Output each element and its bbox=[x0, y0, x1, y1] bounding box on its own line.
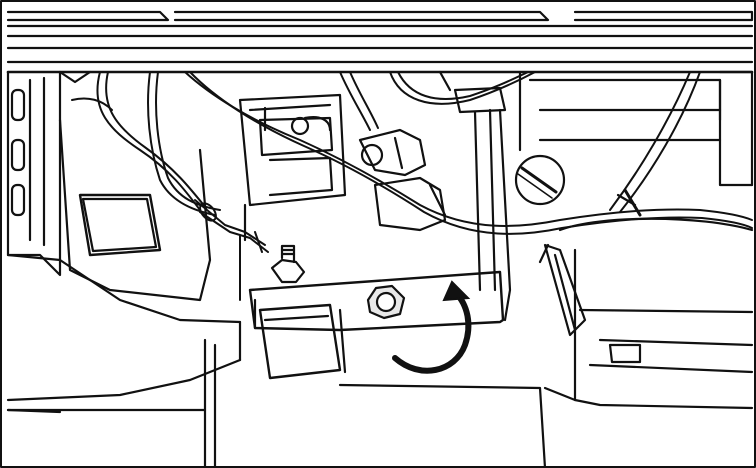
left-vent-housing bbox=[6, 70, 92, 277]
mounting-plate bbox=[238, 270, 505, 362]
right-housing bbox=[518, 70, 754, 410]
floor-panel-center bbox=[6, 338, 577, 468]
harness-connector bbox=[358, 128, 447, 232]
cable-tie bbox=[616, 188, 642, 217]
wiring-harness-left bbox=[71, 71, 269, 301]
hex-nut-small bbox=[270, 244, 306, 284]
hex-bolt bbox=[366, 284, 406, 320]
center-connector-block bbox=[238, 93, 347, 242]
lower-bracket bbox=[258, 303, 347, 380]
dashboard-panel bbox=[6, 10, 754, 74]
vent-knob bbox=[514, 154, 566, 206]
rotation-arrow bbox=[392, 280, 472, 374]
right-support-bracket bbox=[438, 70, 512, 322]
left-bracket bbox=[58, 118, 212, 302]
wiring-harness-main bbox=[184, 71, 753, 235]
side-strap bbox=[538, 243, 587, 337]
